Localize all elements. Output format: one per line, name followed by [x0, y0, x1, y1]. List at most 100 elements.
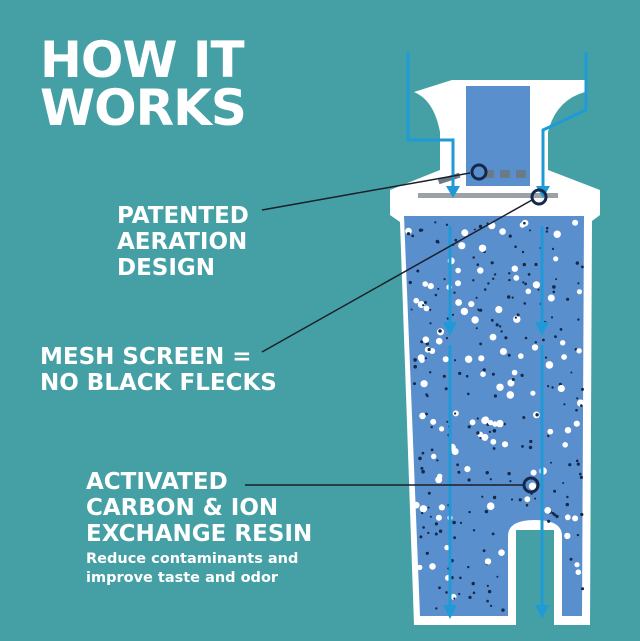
- media-particle: [565, 502, 569, 507]
- media-particle: [413, 382, 416, 386]
- media-particle: [431, 453, 437, 460]
- media-particle: [507, 471, 511, 476]
- media-particle: [522, 416, 526, 419]
- media-particle: [553, 256, 559, 262]
- media-particle: [427, 531, 430, 535]
- media-particle: [532, 281, 541, 289]
- media-particle: [511, 378, 515, 381]
- media-particle: [429, 322, 432, 325]
- callout-aeration: PATENTED AERATION DESIGN: [117, 203, 249, 281]
- media-particle: [480, 371, 486, 378]
- media-particle: [487, 282, 490, 285]
- media-particle: [438, 504, 445, 511]
- media-particle: [458, 371, 462, 375]
- media-particle: [422, 304, 425, 307]
- media-particle: [500, 330, 503, 333]
- media-particle: [435, 607, 438, 610]
- media-particle: [485, 471, 489, 475]
- media-particle: [551, 247, 555, 250]
- media-particle: [478, 309, 481, 312]
- media-particle: [511, 296, 514, 299]
- media-particle: [483, 288, 487, 291]
- media-particle: [555, 514, 559, 519]
- media-particle: [547, 428, 554, 435]
- media-particle: [547, 294, 555, 302]
- media-particle: [530, 390, 536, 396]
- media-particle: [464, 466, 471, 473]
- media-particle: [467, 478, 471, 482]
- media-particle: [531, 344, 539, 351]
- callout-line: AERATION: [117, 229, 248, 255]
- media-particle: [562, 482, 565, 484]
- media-particle: [484, 558, 492, 565]
- media-particle: [464, 355, 473, 363]
- media-particle: [405, 227, 412, 235]
- media-particle: [508, 234, 512, 238]
- media-particle: [473, 228, 476, 231]
- media-particle: [561, 354, 567, 360]
- media-particle: [577, 282, 580, 285]
- media-particle: [477, 267, 484, 274]
- media-particle: [529, 439, 533, 444]
- media-particle: [562, 442, 568, 448]
- media-particle: [437, 473, 443, 479]
- media-particle: [573, 420, 580, 427]
- media-particle: [534, 497, 537, 500]
- media-particle: [491, 372, 495, 376]
- media-particle: [521, 250, 525, 254]
- media-particle: [430, 418, 437, 425]
- media-particle: [503, 422, 506, 426]
- callout-line: EXCHANGE RESIN: [86, 521, 313, 547]
- media-particle: [446, 420, 449, 423]
- media-particle: [504, 336, 508, 340]
- media-particle: [563, 403, 566, 406]
- media-particle: [429, 371, 432, 374]
- media-particle: [545, 226, 549, 230]
- callout-line: CARBON & ION: [86, 495, 279, 521]
- media-particle: [438, 329, 442, 333]
- media-particle: [429, 515, 432, 518]
- media-particle: [579, 472, 582, 476]
- media-particle: [575, 261, 579, 265]
- media-particle: [458, 242, 466, 250]
- media-particle: [430, 448, 434, 452]
- media-particle: [550, 316, 554, 319]
- media-particle: [493, 394, 497, 398]
- media-particle: [468, 595, 472, 600]
- media-particle: [552, 285, 556, 289]
- media-particle: [559, 328, 563, 331]
- flow-right-inlet: [541, 52, 588, 195]
- media-particle: [569, 557, 573, 561]
- media-particle: [545, 361, 554, 369]
- media-particle: [425, 551, 429, 555]
- media-particle: [577, 399, 585, 407]
- media-particle: [560, 340, 566, 346]
- media-particle: [508, 278, 511, 282]
- media-particle: [467, 565, 470, 569]
- media-particle: [468, 301, 475, 308]
- media-particle: [460, 307, 469, 316]
- media-particle: [419, 535, 423, 539]
- media-particle: [429, 308, 432, 311]
- callout-mesh: MESH SCREEN = NO BLACK FLECKS: [40, 344, 277, 396]
- media-particle: [425, 393, 428, 396]
- media-particle: [423, 305, 430, 312]
- media-particle: [535, 413, 539, 417]
- callout-line: DESIGN: [117, 255, 216, 281]
- media-particle: [452, 520, 456, 525]
- media-particle: [453, 536, 456, 540]
- media-particle: [511, 265, 518, 272]
- media-particle: [410, 308, 413, 311]
- media-particle: [455, 267, 461, 274]
- media-particle: [510, 498, 514, 501]
- callout-line: NO BLACK FLECKS: [40, 370, 277, 396]
- media-particle: [550, 461, 552, 464]
- media-particle: [529, 229, 531, 232]
- media-particle: [547, 434, 550, 438]
- media-particle: [522, 262, 526, 267]
- media-particle: [408, 280, 412, 285]
- aeration-column: [466, 86, 530, 186]
- media-particle: [507, 379, 515, 387]
- media-particle: [479, 342, 482, 346]
- media-particle: [418, 456, 422, 461]
